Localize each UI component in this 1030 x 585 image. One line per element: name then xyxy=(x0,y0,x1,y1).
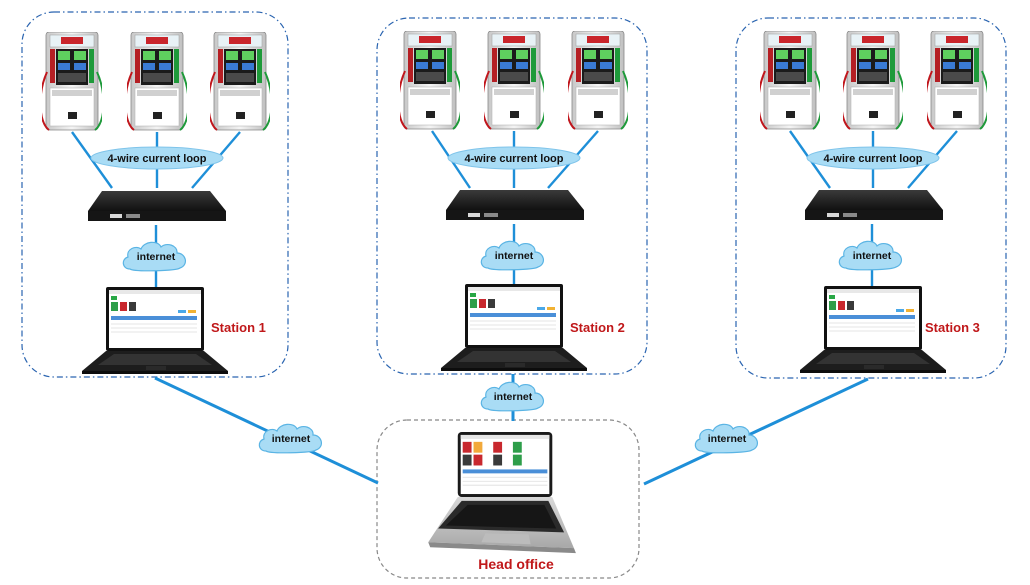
loop-label-bubble xyxy=(447,146,581,170)
station-2: 4-wire current loop internet Station 2 xyxy=(400,31,628,372)
controller-box-icon xyxy=(446,190,584,220)
macbook-laptop-icon xyxy=(428,432,577,554)
station-label: Station 2 xyxy=(570,320,625,335)
internet-label: internet xyxy=(494,391,533,403)
station-3-group xyxy=(735,17,1007,379)
fuel-dispenser-icon xyxy=(127,32,187,132)
station-3: 4-wire current loop internet Station 3 xyxy=(760,31,987,374)
head-office: Head office xyxy=(428,432,577,572)
internet-label: internet xyxy=(708,433,747,445)
link-station-3 xyxy=(643,377,869,486)
head-office-label: Head office xyxy=(478,556,554,572)
fuel-dispenser-icon xyxy=(760,31,820,131)
loop-label-bubble xyxy=(806,146,940,170)
fuel-dispenser-icon xyxy=(400,31,460,131)
head-office-group xyxy=(376,419,640,579)
station-2-group xyxy=(376,17,648,375)
link-cloud-1: internet xyxy=(258,423,323,454)
laptop-icon xyxy=(440,283,588,372)
internet-label: internet xyxy=(853,250,892,262)
controller-box-icon xyxy=(88,191,226,221)
station-1: 4-wire current loop internet Station 1 xyxy=(42,32,270,375)
link-cloud-2: internet xyxy=(480,381,545,412)
link-station-1 xyxy=(154,376,379,485)
controller-box-icon xyxy=(805,190,943,220)
laptop-icon xyxy=(81,286,229,375)
station-label: Station 1 xyxy=(211,320,266,335)
link-cloud-3: internet xyxy=(694,423,759,454)
fuel-dispenser-icon xyxy=(42,32,102,132)
fuel-dispenser-icon xyxy=(843,31,903,131)
internet-label: internet xyxy=(495,250,534,262)
fuel-dispenser-icon xyxy=(568,31,628,131)
fuel-dispenser-icon xyxy=(927,31,987,131)
internet-label: internet xyxy=(137,251,176,263)
fuel-dispenser-icon xyxy=(210,32,270,132)
fuel-dispenser-icon xyxy=(484,31,544,131)
current-loop-label: 4-wire current loop xyxy=(107,153,206,165)
loop-label-bubble xyxy=(90,146,224,170)
current-loop-label: 4-wire current loop xyxy=(823,153,922,165)
station-label: Station 3 xyxy=(925,320,980,335)
current-loop-label: 4-wire current loop xyxy=(464,153,563,165)
station-1-group xyxy=(21,11,289,378)
internet-label: internet xyxy=(272,433,311,445)
